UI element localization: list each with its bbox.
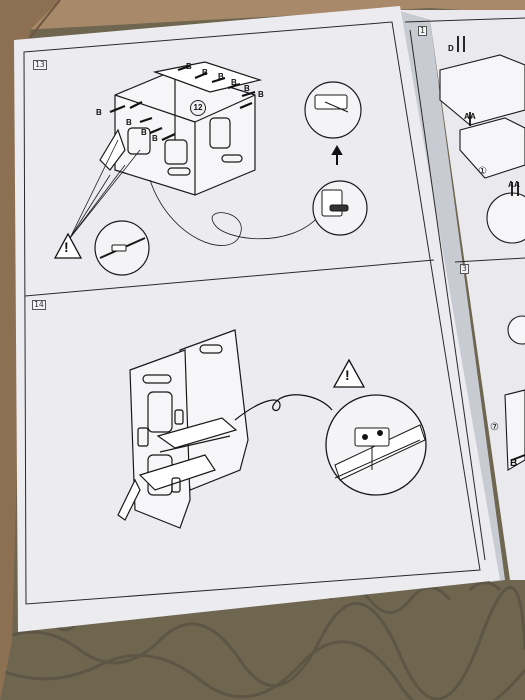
part-letter-a: A [464,112,470,121]
part-letter-a: A [470,112,476,121]
part-letter-a: A [508,180,514,189]
right-page-arrows [457,36,525,461]
part-letter-b: B [218,72,224,81]
bottom-panel-drawing [117,329,249,529]
detail-parts-top [99,94,349,259]
warning-icon: ! [64,239,69,255]
part-letter-b: B [152,134,158,143]
count-marker: ⑦ [490,422,499,433]
step-label-bottom: 14 [32,300,46,310]
part-letter-d: D [448,44,454,53]
warning-triangle-top [53,232,83,259]
part-letter-b: B [510,458,518,469]
leader-lines [69,139,321,246]
right-step-label-top: 1 [418,26,427,36]
screw-arrows [109,64,256,141]
part-letter-b: B [126,118,132,127]
part-letter-b: B [244,84,250,93]
part-letter-b: B [258,90,264,99]
part-letter-b: B [202,68,208,77]
up-arrow [331,144,343,165]
quantity-badge: 12 [190,100,206,116]
box-crease [27,0,61,41]
detail-parts-bottom [334,424,426,481]
right-page-frame [404,17,525,561]
part-letter-b: B [96,108,102,117]
part-letter-b: B [141,128,147,137]
warning-triangle-bottom [332,358,366,388]
right-step-label-bottom: 3 [460,264,469,274]
part-letter-b: B [186,62,192,71]
count-marker: ① [478,166,487,177]
left-page-frame [23,21,481,605]
warning-icon: ! [345,367,350,383]
part-letter-b: B [231,78,237,87]
bottom-hardware [137,394,333,493]
step-label-top: 13 [33,60,47,70]
right-page-drawings [439,54,525,471]
part-letter-a: A [514,180,520,189]
